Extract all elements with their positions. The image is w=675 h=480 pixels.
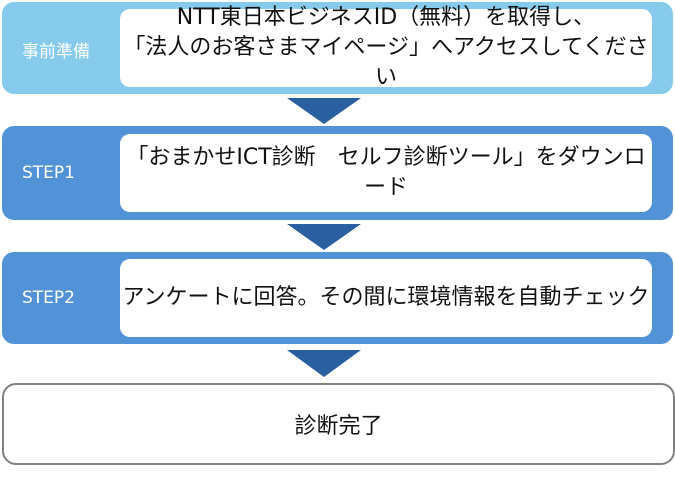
- step-label-1: STEP1: [22, 163, 75, 183]
- step-label-2: STEP2: [22, 288, 75, 308]
- final-step-box: 診断完了: [2, 383, 675, 465]
- step-box-2: アンケートに回答。その間に環境情報を自動チェック: [120, 259, 652, 337]
- step-label-preparation: 事前準備: [22, 42, 90, 62]
- final-step-text: 診断完了: [294, 414, 383, 439]
- step-text-line-1: アンケートに回答。その間に環境情報を自動チェック: [122, 285, 650, 310]
- step-preparation: 事前準備 NTT東日本ビジネスID（無料）を取得し、 「法人のお客さまマイページ…: [2, 2, 673, 94]
- step-box-preparation: NTT東日本ビジネスID（無料）を取得し、 「法人のお客さまマイページ」へアクセ…: [120, 5, 652, 90]
- step-text-line-1: NTT東日本ビジネスID（無料）を取得し、: [176, 5, 596, 30]
- down-arrow-icon: [287, 224, 361, 250]
- step-text-line-1: 「おまかせICT診断 セルフ診断ツール」をダウンロード: [126, 145, 646, 200]
- step-text-line-2: 「法人のお客さまマイページ」へアクセスしてください: [123, 35, 649, 90]
- step-box-1: 「おまかせICT診断 セルフ診断ツール」をダウンロード: [120, 134, 652, 212]
- step-1: STEP1 「おまかせICT診断 セルフ診断ツール」をダウンロード: [2, 126, 673, 220]
- down-arrow-icon: [287, 350, 361, 377]
- step-2: STEP2 アンケートに回答。その間に環境情報を自動チェック: [2, 252, 673, 344]
- down-arrow-icon: [287, 98, 361, 124]
